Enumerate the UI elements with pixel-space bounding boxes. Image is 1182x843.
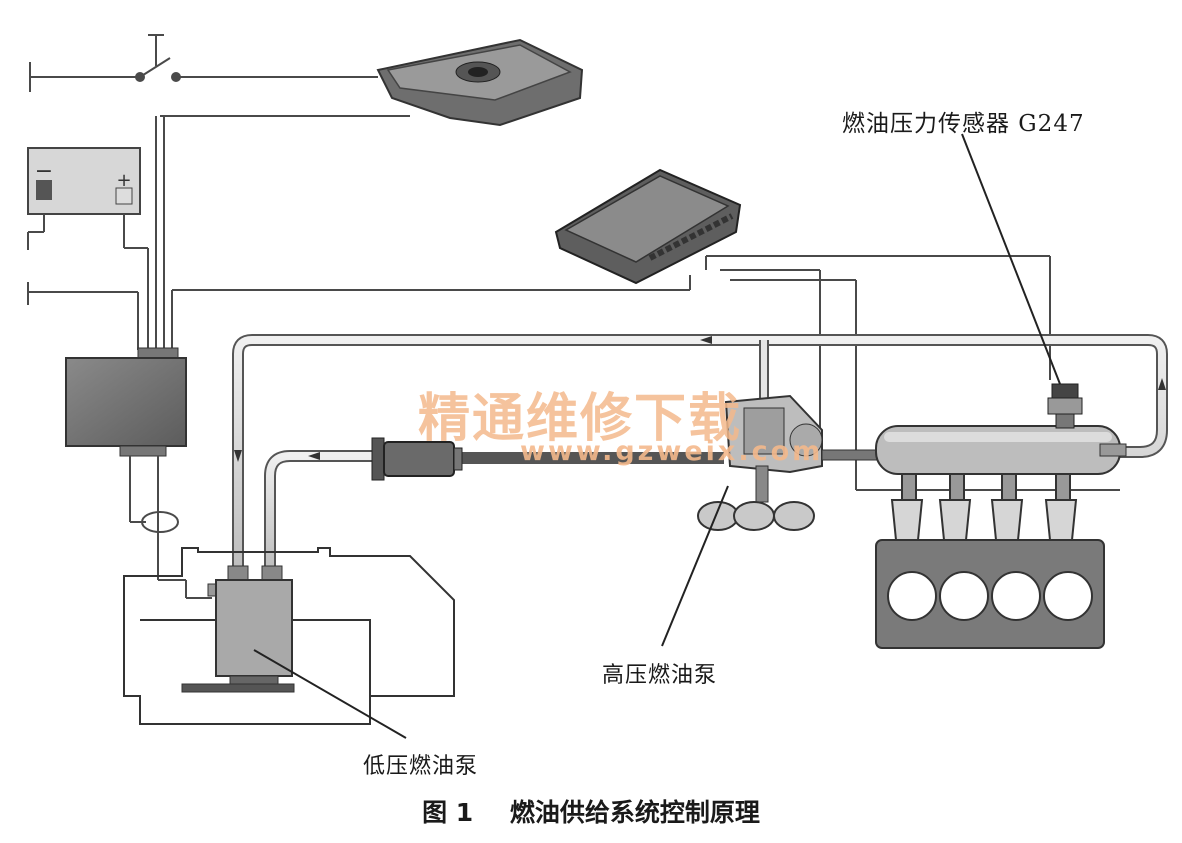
label-low-pressure-pump: 低压燃油泵 [363, 754, 479, 779]
watermark-text: 精通维修下载 [418, 389, 743, 449]
svg-text:−: − [35, 159, 53, 184]
hp-pump-pointer-line [661, 485, 729, 647]
lp-pump-pointer-line [253, 649, 407, 739]
label-fuel-pressure-sensor: 燃油压力传感器 G247 [842, 111, 1085, 137]
low-pressure-pump [181, 565, 295, 693]
watermark-url: www.gzweix.com [520, 436, 824, 467]
ignition-switch [29, 34, 378, 92]
ecu-wiring [689, 255, 1120, 491]
fuel-supply-line [264, 450, 724, 570]
control-module-top [376, 38, 584, 127]
engine-control-unit [554, 168, 742, 285]
fuel-pump-control-unit [65, 347, 187, 457]
high-pressure-pump [697, 394, 879, 531]
figure-caption: 图 1 燃油供给系统控制原理 [0, 793, 1182, 829]
fuel-pressure-sensor [1047, 383, 1083, 429]
fuel-rail [875, 425, 1127, 475]
svg-text:+: + [116, 170, 131, 191]
engine-block [875, 539, 1105, 649]
fuel-return-line [232, 334, 1168, 570]
battery-wiring [27, 116, 690, 350]
pump-control-wiring [129, 456, 212, 599]
figure-number: 图 1 [422, 798, 474, 827]
battery: − + [27, 147, 141, 215]
label-high-pressure-pump: 高压燃油泵 [602, 663, 718, 688]
fuel-filter [371, 437, 463, 481]
figure-title: 燃油供给系统控制原理 [509, 798, 760, 827]
sensor-pointer-line [961, 133, 1061, 385]
